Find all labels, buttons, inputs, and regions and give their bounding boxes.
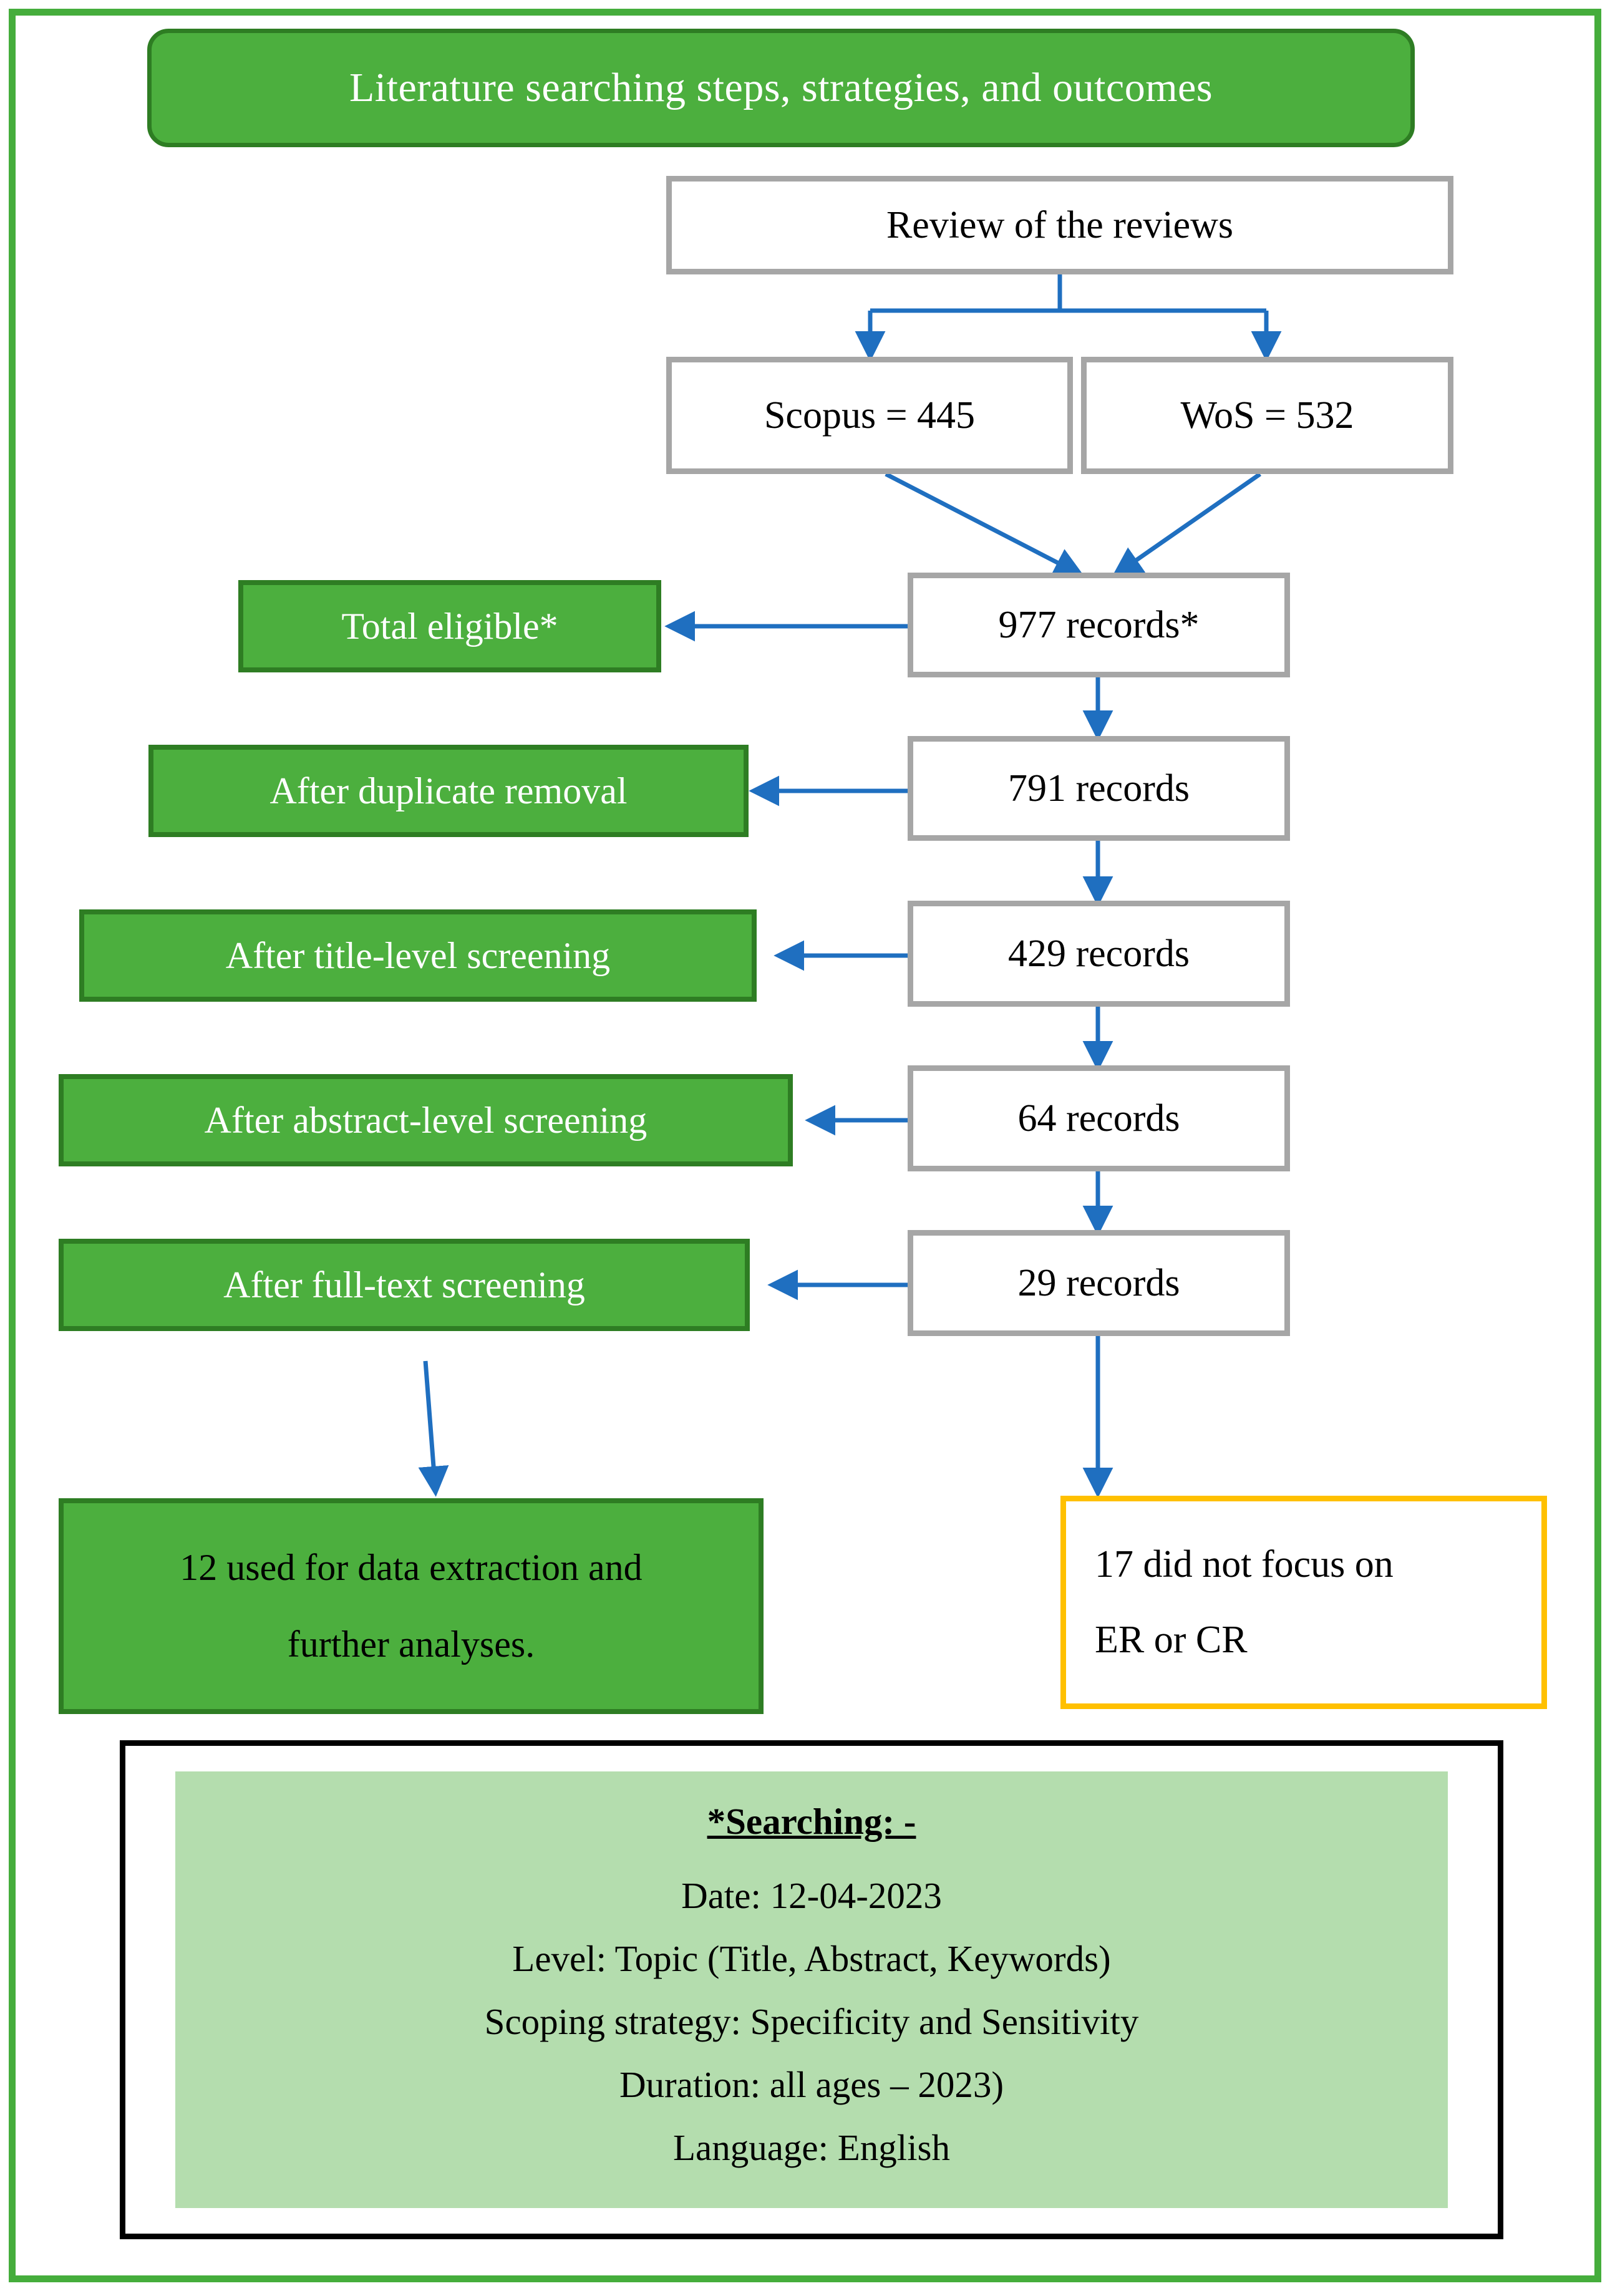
legend-title: *Searching: - [707, 1801, 916, 1842]
searching-legend-content: *Searching: - Date: 12-04-2023 Level: To… [175, 1771, 1448, 2208]
legend-line-language: Language: English [672, 2127, 951, 2168]
node-final-outcome: 12 used for data extraction and further … [59, 1498, 764, 1714]
final-outcome-line-2: further analyses. [287, 1624, 535, 1665]
node-records-64: 64 records [908, 1065, 1290, 1171]
stage-total-eligible: Total eligible* [238, 580, 661, 672]
node-exclusion-reason: 17 did not focus on ER or CR [1060, 1496, 1547, 1709]
stage-after-title-level-screening: After title-level screening [79, 909, 757, 1002]
legend-line-date: Date: 12-04-2023 [681, 1875, 942, 1916]
node-records-29: 29 records [908, 1230, 1290, 1336]
node-scopus: Scopus = 445 [666, 357, 1073, 474]
node-records-791: 791 records [908, 736, 1290, 841]
page-title: Literature searching steps, strategies, … [147, 29, 1415, 147]
final-outcome-line-1: 12 used for data extraction and [180, 1547, 643, 1588]
exclusion-line-2: ER or CR [1095, 1619, 1248, 1661]
figure-outer-border [9, 9, 1601, 2282]
legend-line-level: Level: Topic (Title, Abstract, Keywords) [512, 1938, 1111, 1979]
searching-legend-box: *Searching: - Date: 12-04-2023 Level: To… [120, 1740, 1503, 2239]
legend-line-scoping-strategy: Scoping strategy: Specificity and Sensit… [484, 2001, 1139, 2042]
node-review-of-the-reviews: Review of the reviews [666, 176, 1453, 274]
node-wos: WoS = 532 [1081, 357, 1453, 474]
node-records-977: 977 records* [908, 573, 1290, 677]
stage-after-duplicate-removal: After duplicate removal [148, 745, 749, 837]
stage-after-abstract-level-screening: After abstract-level screening [59, 1074, 793, 1166]
exclusion-line-1: 17 did not focus on [1095, 1543, 1394, 1586]
legend-line-duration: Duration: all ages – 2023) [619, 2064, 1004, 2105]
node-records-429: 429 records [908, 901, 1290, 1007]
stage-after-full-text-screening: After full-text screening [59, 1239, 750, 1331]
